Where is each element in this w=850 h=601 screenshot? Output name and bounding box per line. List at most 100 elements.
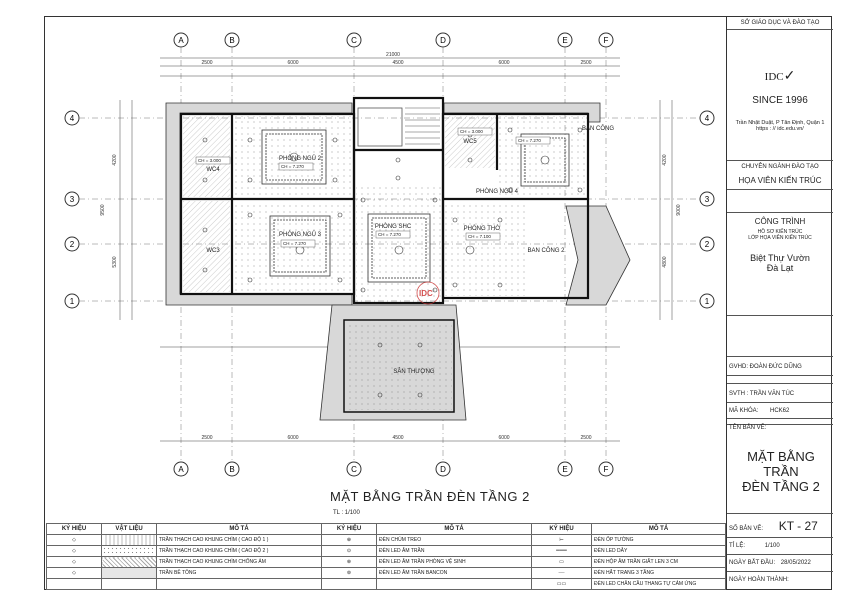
room-label-wc5: WC5 [463, 139, 477, 145]
legend-header-1: KÝ HIỆU [46, 523, 102, 535]
legend-header-5: MÔ TẢ [376, 523, 532, 535]
level-tag-pt: CH = 7.100 [468, 234, 491, 239]
dim-bay-3: 4500 [392, 60, 403, 66]
grid-bubble-b-top: B [224, 32, 240, 48]
grid-bubble-2-left: 2 [64, 236, 80, 252]
legend-symbol: ◇ [46, 534, 102, 546]
sheet-no-field: SỐ BẢN VẼ: KT - 27 [727, 514, 833, 538]
dim-right-1: 4200 [662, 154, 668, 165]
grid-bubble-3-left: 3 [64, 191, 80, 207]
svg-text:F: F [604, 465, 609, 474]
brand-panel: IDC✓ SINCE 1996 Trần Nhật Duật, P Tân Đị… [727, 30, 833, 160]
drawing-name-panel: TÊN BẢN VẼ: MẶT BẰNG TRẦN ĐÈN TẦNG 2 [727, 424, 833, 514]
legend-desc: ĐÈN HẮT TRANG 3 TẦNG [591, 567, 726, 579]
svg-text:A: A [178, 465, 184, 474]
dim-bay-4: 6000 [498, 60, 509, 66]
grid-bubble-a-top: A [173, 32, 189, 48]
dim-bay-2: 6000 [287, 60, 298, 66]
start-date-value: 28/05/2022 [780, 560, 811, 566]
dim-total: 21000 [386, 52, 400, 58]
grid-bubble-c-bottom: C [346, 461, 362, 477]
course-field: MÃ KHÓA: HCK62 [727, 403, 833, 419]
legend-row: ▭▭ ĐÈN LED CHÂN CẦU THANG TỰ CẢM ỨNG [46, 578, 726, 590]
cove-light-icon: ┄┄ [531, 567, 592, 579]
finish-date-field: NGÀY HOÀN THÀNH: [729, 577, 789, 583]
svg-text:1: 1 [70, 297, 75, 306]
svg-text:4: 4 [705, 114, 710, 123]
grid-bubble-e-bottom: E [557, 461, 573, 477]
legend-desc: TRẦN BÊ TÔNG [156, 567, 322, 579]
dim-bay-1: 2500 [201, 60, 212, 66]
legend-material-swatch [101, 556, 157, 568]
org-name: SỞ GIÁO DỤC VÀ ĐÀO TẠO [727, 16, 833, 30]
legend-desc: ĐÈN LED CHÂN CẦU THANG TỰ CẢM ỨNG [591, 578, 726, 590]
project-name-line1: Biệt Thự Vườn [750, 253, 810, 263]
box-light-icon: ▭ [531, 556, 592, 568]
svg-text:D: D [440, 465, 446, 474]
project-sub2: LỚP HỌA VIÊN KIẾN TRÚC [748, 235, 812, 241]
grid-bubble-d-top: D [435, 32, 451, 48]
dim-right-total: 9000 [676, 204, 682, 215]
dim-left-1: 4200 [112, 154, 118, 165]
course-label: MÃ KHÓA: [729, 408, 759, 414]
svg-text:B: B [229, 465, 234, 474]
light-fixtures [202, 127, 583, 398]
dim-left-2: 5300 [112, 256, 118, 267]
training-panel: CHUYÊN NGÀNH ĐÀO TẠO HỌA VIÊN KIẾN TRÚC [727, 160, 833, 190]
dim-bottom-bay-2: 6000 [287, 435, 298, 441]
grid-bubble-d-bottom: D [435, 461, 451, 477]
svg-text:2: 2 [70, 240, 75, 249]
idc-logo: IDC✓ [764, 69, 796, 84]
address-text: Trần Nhật Duật, P Tân Định, Quận 1 [735, 120, 825, 126]
grid-bubble-a-bottom: A [173, 461, 189, 477]
drawing-name-label: TÊN BẢN VẼ: [729, 425, 767, 431]
legend-desc: ĐÈN ỐP TƯỜNG [591, 534, 726, 546]
grid-bubble-f-top: F [598, 32, 614, 48]
svg-text:B: B [229, 36, 234, 45]
legend-symbol: ◇ [46, 545, 102, 557]
legend-row: ◇ TRẦN THẠCH CAO KHUNG CHÌM ( CAO ĐỘ 1 )… [46, 534, 726, 546]
grid-bubble-b-bottom: B [224, 461, 240, 477]
watermark-text: IDC [419, 289, 433, 298]
stair-light-icon: ▭▭ [531, 578, 592, 590]
idc-watermark-logo: IDC [416, 281, 440, 305]
grid-axes: A B C D E F A B C D E F 4 3 2 1 4 3 2 1 [64, 32, 715, 477]
legend-desc: TRẦN THẠCH CAO KHUNG CHÌM ( CAO ĐỘ 2 ) [156, 545, 322, 557]
room-label-san-thuong: SÂN THƯỢNG [393, 368, 434, 375]
start-date-field: NGÀY BẮT ĐẦU: 28/05/2022 [727, 555, 833, 572]
legend-header-2: VẬT LIỆU [101, 523, 157, 535]
legend-symbol: ◇ [46, 567, 102, 579]
wc-downlight-icon: ⊛ [321, 556, 377, 568]
checkmark-icon: ✓ [783, 69, 796, 84]
svth-field: SVTH : TRẦN VĂN TÚC [727, 383, 833, 403]
dim-bay-5: 2500 [580, 60, 591, 66]
dim-bottom-bay-5: 2500 [580, 435, 591, 441]
grid-bubble-4-left: 4 [64, 110, 80, 126]
level-tag-pn2: CH = 7.270 [281, 164, 304, 169]
level-tag-pn3: CH = 7.270 [283, 241, 306, 246]
balcony-downlight-icon: ⊚ [321, 567, 377, 579]
svg-text:3: 3 [705, 195, 710, 204]
legend-material-swatch [101, 545, 157, 557]
legend-header-4: KÝ HIỆU [321, 523, 377, 535]
legend-header-6: KÝ HIỆU [531, 523, 592, 535]
legend-desc: ĐÈN CHÙM TREO [376, 534, 532, 546]
sheet-no-label: SỐ BẢN VẼ: [729, 526, 764, 532]
wall-light-icon: ⊢ [531, 534, 592, 546]
svg-text:F: F [604, 36, 609, 45]
room-label-pt: PHÒNG THỜ [464, 225, 501, 232]
room-label-pn4: PHÒNG NGỦ 4 [476, 188, 519, 195]
room-label-wc3: WC3 [206, 248, 220, 254]
scale-label: TỈ LỆ: [729, 543, 746, 549]
room-label-pn2: PHÒNG NGỦ 2 [279, 155, 322, 162]
legend-symbol: ◇ [46, 556, 102, 568]
dim-left-total: 9500 [100, 204, 106, 215]
svg-text:D: D [440, 36, 446, 45]
scale-field: TỈ LỆ: 1/100 [727, 538, 833, 555]
title-block: SỞ GIÁO DỤC VÀ ĐÀO TẠO IDC✓ SINCE 1996 T… [726, 16, 833, 590]
grid-bubble-2-right: 2 [699, 236, 715, 252]
legend-desc: TRẦN THẠCH CAO KHUNG CHÌM ( CAO ĐỘ 1 ) [156, 534, 322, 546]
grid-bubble-f-bottom: F [598, 461, 614, 477]
website-text: https : // idc.edu.vn/ [756, 126, 804, 132]
